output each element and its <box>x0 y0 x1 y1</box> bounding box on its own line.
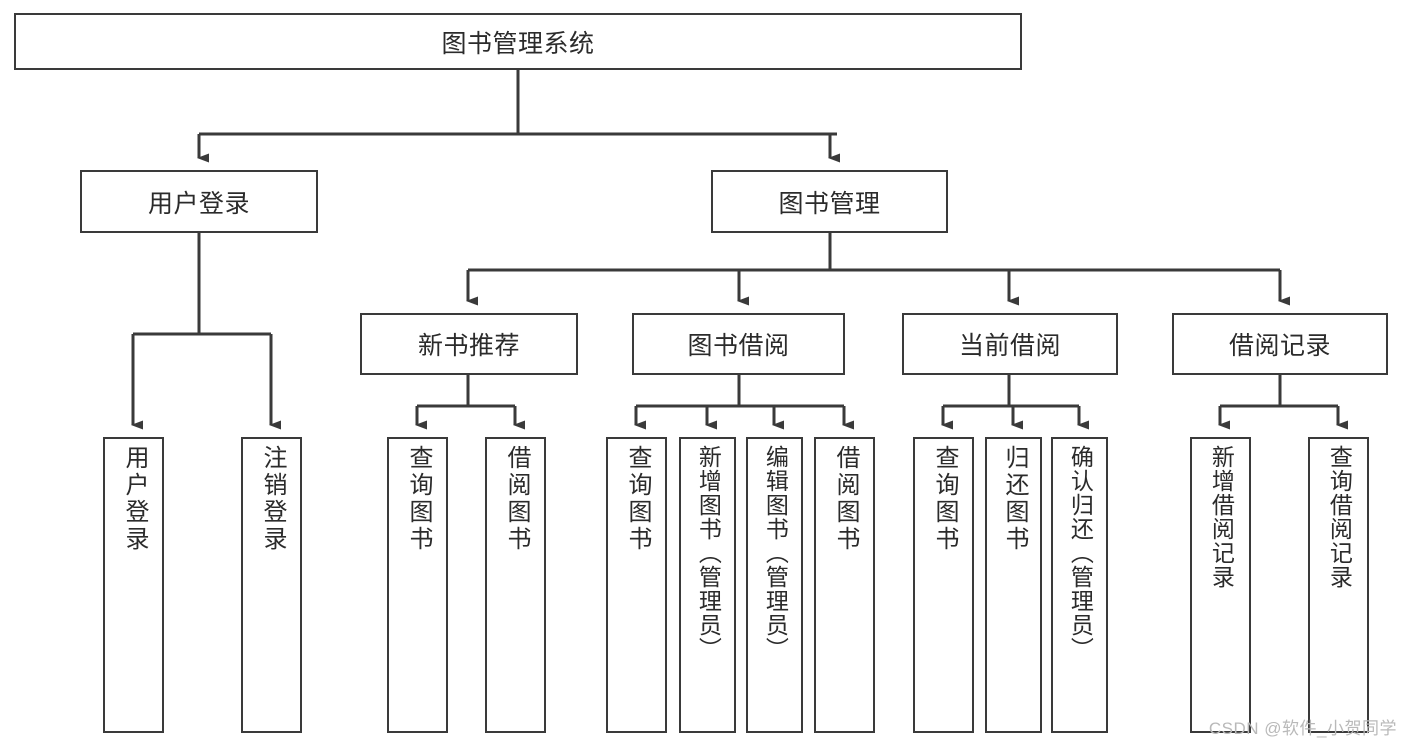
node-leaf-user-logout[interactable]: 注销登录 <box>241 437 302 733</box>
node-root[interactable]: 图书管理系统 <box>14 13 1022 70</box>
node-book-borrow[interactable]: 图书借阅 <box>632 313 845 375</box>
node-leaf-confirm-return[interactable]: 确认归还（管理员） <box>1051 437 1108 733</box>
node-root-label: 图书管理系统 <box>441 29 595 58</box>
node-borrow-record[interactable]: 借阅记录 <box>1172 313 1388 375</box>
node-user-login[interactable]: 用户登录 <box>80 170 318 233</box>
node-leaf-user-logout-label: 注销登录 <box>258 445 286 553</box>
node-leaf-add-record[interactable]: 新增借阅记录 <box>1190 437 1251 733</box>
node-user-login-label: 用户登录 <box>147 189 250 218</box>
node-leaf-add-book[interactable]: 新增图书（管理员） <box>679 437 736 733</box>
node-leaf-query-record-label: 查询借阅记录 <box>1326 445 1353 589</box>
node-borrow-record-label: 借阅记录 <box>1228 332 1331 360</box>
node-leaf-borrow-book-2-label: 借阅图书 <box>831 445 859 553</box>
node-leaf-borrow-book-1[interactable]: 借阅图书 <box>485 437 546 733</box>
node-leaf-user-login[interactable]: 用户登录 <box>103 437 164 733</box>
node-leaf-confirm-return-label: 确认归还（管理员） <box>1067 445 1094 661</box>
node-leaf-add-record-label: 新增借阅记录 <box>1208 445 1235 589</box>
node-leaf-query-book-3[interactable]: 查询图书 <box>913 437 974 733</box>
node-leaf-return-book-label: 归还图书 <box>1000 445 1028 553</box>
node-leaf-edit-book[interactable]: 编辑图书（管理员） <box>746 437 803 733</box>
node-leaf-borrow-book-1-label: 借阅图书 <box>502 445 530 553</box>
node-leaf-query-book-1-label: 查询图书 <box>404 445 432 553</box>
node-new-book-rec[interactable]: 新书推荐 <box>360 313 578 375</box>
node-leaf-query-book-2[interactable]: 查询图书 <box>606 437 667 733</box>
node-leaf-query-book-1[interactable]: 查询图书 <box>387 437 448 733</box>
node-leaf-edit-book-label: 编辑图书（管理员） <box>762 445 789 661</box>
node-leaf-add-book-label: 新增图书（管理员） <box>695 445 722 661</box>
node-leaf-return-book[interactable]: 归还图书 <box>985 437 1042 733</box>
node-leaf-borrow-book-2[interactable]: 借阅图书 <box>814 437 875 733</box>
node-leaf-query-record[interactable]: 查询借阅记录 <box>1308 437 1369 733</box>
node-leaf-query-book-3-label: 查询图书 <box>930 445 958 553</box>
node-current-borrow[interactable]: 当前借阅 <box>902 313 1118 375</box>
node-book-manage-label: 图书管理 <box>778 189 881 218</box>
node-leaf-user-login-label: 用户登录 <box>120 445 148 553</box>
node-current-borrow-label: 当前借阅 <box>958 332 1061 360</box>
node-leaf-query-book-2-label: 查询图书 <box>623 445 651 553</box>
watermark-text: CSDN @软件_小贺同学 <box>1208 719 1397 738</box>
node-book-manage[interactable]: 图书管理 <box>711 170 948 233</box>
node-new-book-rec-label: 新书推荐 <box>417 332 520 360</box>
node-book-borrow-label: 图书借阅 <box>687 332 790 360</box>
